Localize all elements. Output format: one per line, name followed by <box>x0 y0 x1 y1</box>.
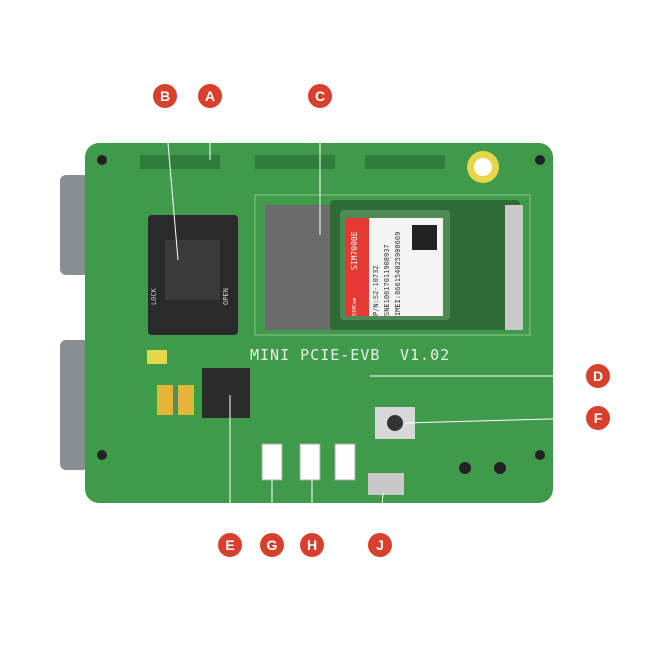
pin-header-strip <box>140 155 445 169</box>
callout-d: D <box>586 364 610 388</box>
sim-open-label: OPEN <box>222 288 230 305</box>
card-latch <box>505 205 523 330</box>
board-version: V1.02 <box>400 346 451 364</box>
callout-h: H <box>300 533 324 557</box>
db9-connector-top <box>60 175 90 275</box>
db9-connector-bottom <box>60 340 90 470</box>
callout-e: E <box>218 533 242 557</box>
qr-code <box>412 225 437 250</box>
micro-usb-port <box>368 473 404 495</box>
board-label: MINI PCIE-EVB <box>250 346 381 364</box>
callout-j: J <box>368 533 392 557</box>
sim-lock-label: LOCK <box>150 288 158 305</box>
callout-c: C <box>308 84 332 108</box>
module-imei: IMEI:866154025900669 <box>394 231 402 316</box>
callout-g: G <box>260 533 284 557</box>
module-sn: SNE10617011908937 <box>383 244 391 316</box>
callout-b: B <box>153 84 177 108</box>
callout-a: A <box>198 84 222 108</box>
voltage-regulator <box>202 368 250 418</box>
module-pn: P/N:S2-10732 <box>372 265 380 316</box>
mini-pcie-outline <box>254 194 531 336</box>
callout-f: F <box>586 406 610 430</box>
module-brand: SIMCom <box>352 297 358 316</box>
module-model: SIM7000E <box>350 231 359 270</box>
